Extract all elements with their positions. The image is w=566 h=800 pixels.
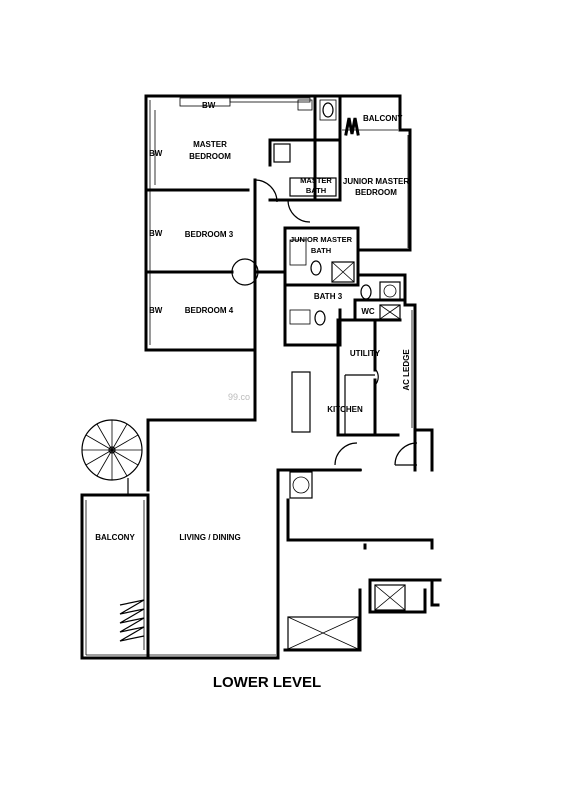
bedroom3-label: BEDROOM 3 [185, 230, 234, 239]
master-bath-label-line1: MASTER [300, 176, 332, 185]
junior-master-bedroom-label-line1: JUNIOR MASTER [343, 177, 409, 186]
interior-walls [144, 94, 407, 437]
junior-master-bedroom-label-line2: BEDROOM [355, 188, 397, 197]
room-labels: BW BW BW BW MASTER BEDROOM BALCONY MASTE… [95, 101, 411, 542]
bath3-label: BATH 3 [314, 292, 343, 301]
master-toilet [322, 102, 334, 118]
spiral-staircase [81, 419, 143, 495]
master-shower [273, 143, 291, 163]
bw-label-master: BW [149, 149, 163, 158]
bw-label-top: BW [202, 101, 216, 110]
junior-shower [331, 261, 355, 283]
wc-label: WC [361, 307, 375, 316]
bw-label-bedroom4: BW [149, 306, 163, 315]
balcony-railing-left [119, 599, 145, 642]
balcony-left-label: BALCONY [95, 533, 135, 542]
junior-master-bath-label-line1: JUNIOR MASTER [290, 235, 353, 244]
master-bath-label-line2: BATH [306, 186, 326, 195]
kitchen-label: KITCHEN [327, 405, 363, 414]
wc-shower [379, 281, 401, 301]
living-dining-label: LIVING / DINING [179, 533, 240, 542]
bath3-toilet [314, 310, 326, 326]
junior-toilet [310, 260, 322, 276]
master-bedroom-label-line1: MASTER [193, 140, 227, 149]
junior-master-bath-label-line2: BATH [311, 246, 331, 255]
fixtures [273, 99, 406, 650]
balcony-top-label: BALCONY [363, 114, 403, 123]
master-bedroom-label-line2: BEDROOM [189, 152, 231, 161]
bw-label-bedroom3: BW [149, 229, 163, 238]
doors [231, 179, 418, 471]
watermark: 99.co [228, 392, 250, 402]
balcony-railing-top [344, 117, 360, 136]
floor-caption: LOWER LEVEL [213, 674, 321, 691]
kitchen-island [291, 371, 311, 433]
ac-ledge-label: AC LEDGE [402, 349, 411, 391]
bedroom4-label: BEDROOM 4 [185, 306, 234, 315]
utility-label: UTILITY [350, 349, 381, 358]
